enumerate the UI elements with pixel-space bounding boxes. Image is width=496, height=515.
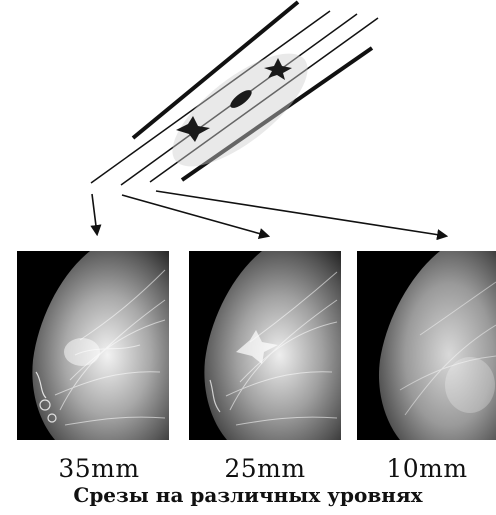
figure-caption: Срезы на различных уровнях <box>0 483 496 507</box>
slice-label-1: 35mm <box>24 454 174 483</box>
slice-image-10mm <box>357 251 496 440</box>
slice-image-35mm <box>17 251 169 440</box>
slice-image-25mm <box>189 251 341 440</box>
slice-planes <box>91 2 378 186</box>
arrow-to-slice-2 <box>122 195 268 236</box>
arrow-to-slice-1 <box>92 194 97 234</box>
slice-arrows <box>92 191 446 236</box>
arrow-to-slice-3 <box>156 191 446 236</box>
slice-label-3: 10mm <box>352 454 496 483</box>
slice-label-2: 25mm <box>190 454 340 483</box>
